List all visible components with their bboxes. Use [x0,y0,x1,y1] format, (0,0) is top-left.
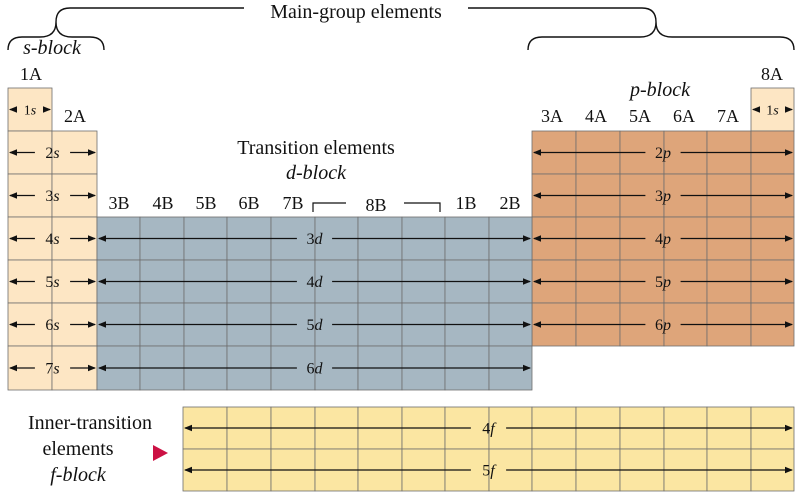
group-label-5b: 5B [195,193,216,213]
main-group-brace [7,7,795,51]
orbital-arrows: 1s 2s 3s 4s 5s 6s 7s 1s 2p 3p 4p 5p 6p 3d 4d 5d 6d 4f 5f [9,103,793,480]
d-block-label: d-block [286,162,347,184]
orbital-label-p: 5p [655,274,671,291]
transition-elements-label: Transition elements [237,137,395,159]
group-label-7b: 7B [282,193,303,213]
orbital-label-s: 4s [45,231,59,248]
orbital-label-p: 4p [655,231,671,248]
group-label-4a: 4A [585,106,607,126]
orbital-label-f: 5f [482,463,497,480]
orbital-label-s: 7s [45,361,59,378]
orbital-label-d: 5d [307,317,324,334]
orbital-label-s: 2s [45,145,59,162]
s-block-label: s-block [23,37,82,59]
orbital-label-s: 1s [24,103,37,118]
orbital-label-d: 6d [307,361,324,378]
orbital-label-p: 2p [655,145,671,162]
orbital-label-d: 3d [307,231,324,248]
group-label-1a: 1A [20,64,42,84]
group-label-8b: 8B [365,195,386,215]
orbital-label-p: 3p [655,188,671,205]
group-label-1b: 1B [455,193,476,213]
group-label-3b: 3B [108,193,129,213]
group-label-8a: 8A [761,64,783,84]
inner-transition-label: Inner-transition [28,412,152,434]
orbital-label-s: 6s [45,317,59,334]
group-label-6a: 6A [673,106,695,126]
orbital-label-s: 5s [45,274,59,291]
orbital-label-s-helium: 1s [766,103,779,118]
orbital-label-d: 4d [307,274,324,291]
orbital-label-p: 6p [655,317,671,334]
pointer-triangle-icon [153,445,168,461]
orbital-label-f: 4f [482,421,497,438]
group-label-6b: 6B [238,193,259,213]
group-label-7a: 7A [717,106,739,126]
group-label-2b: 2B [499,193,520,213]
f-block-label: f-block [50,464,107,486]
main-group-label: Main-group elements [270,1,442,23]
orbital-label-s: 3s [45,188,59,205]
inner-transition-elements-label: elements [42,438,113,460]
group-8b-bracket [312,202,441,212]
group-label-2a: 2A [64,106,86,126]
p-block-label: p-block [628,79,691,101]
group-label-4b: 4B [152,193,173,213]
group-label-3a: 3A [541,106,563,126]
group-label-5a: 5A [629,106,651,126]
